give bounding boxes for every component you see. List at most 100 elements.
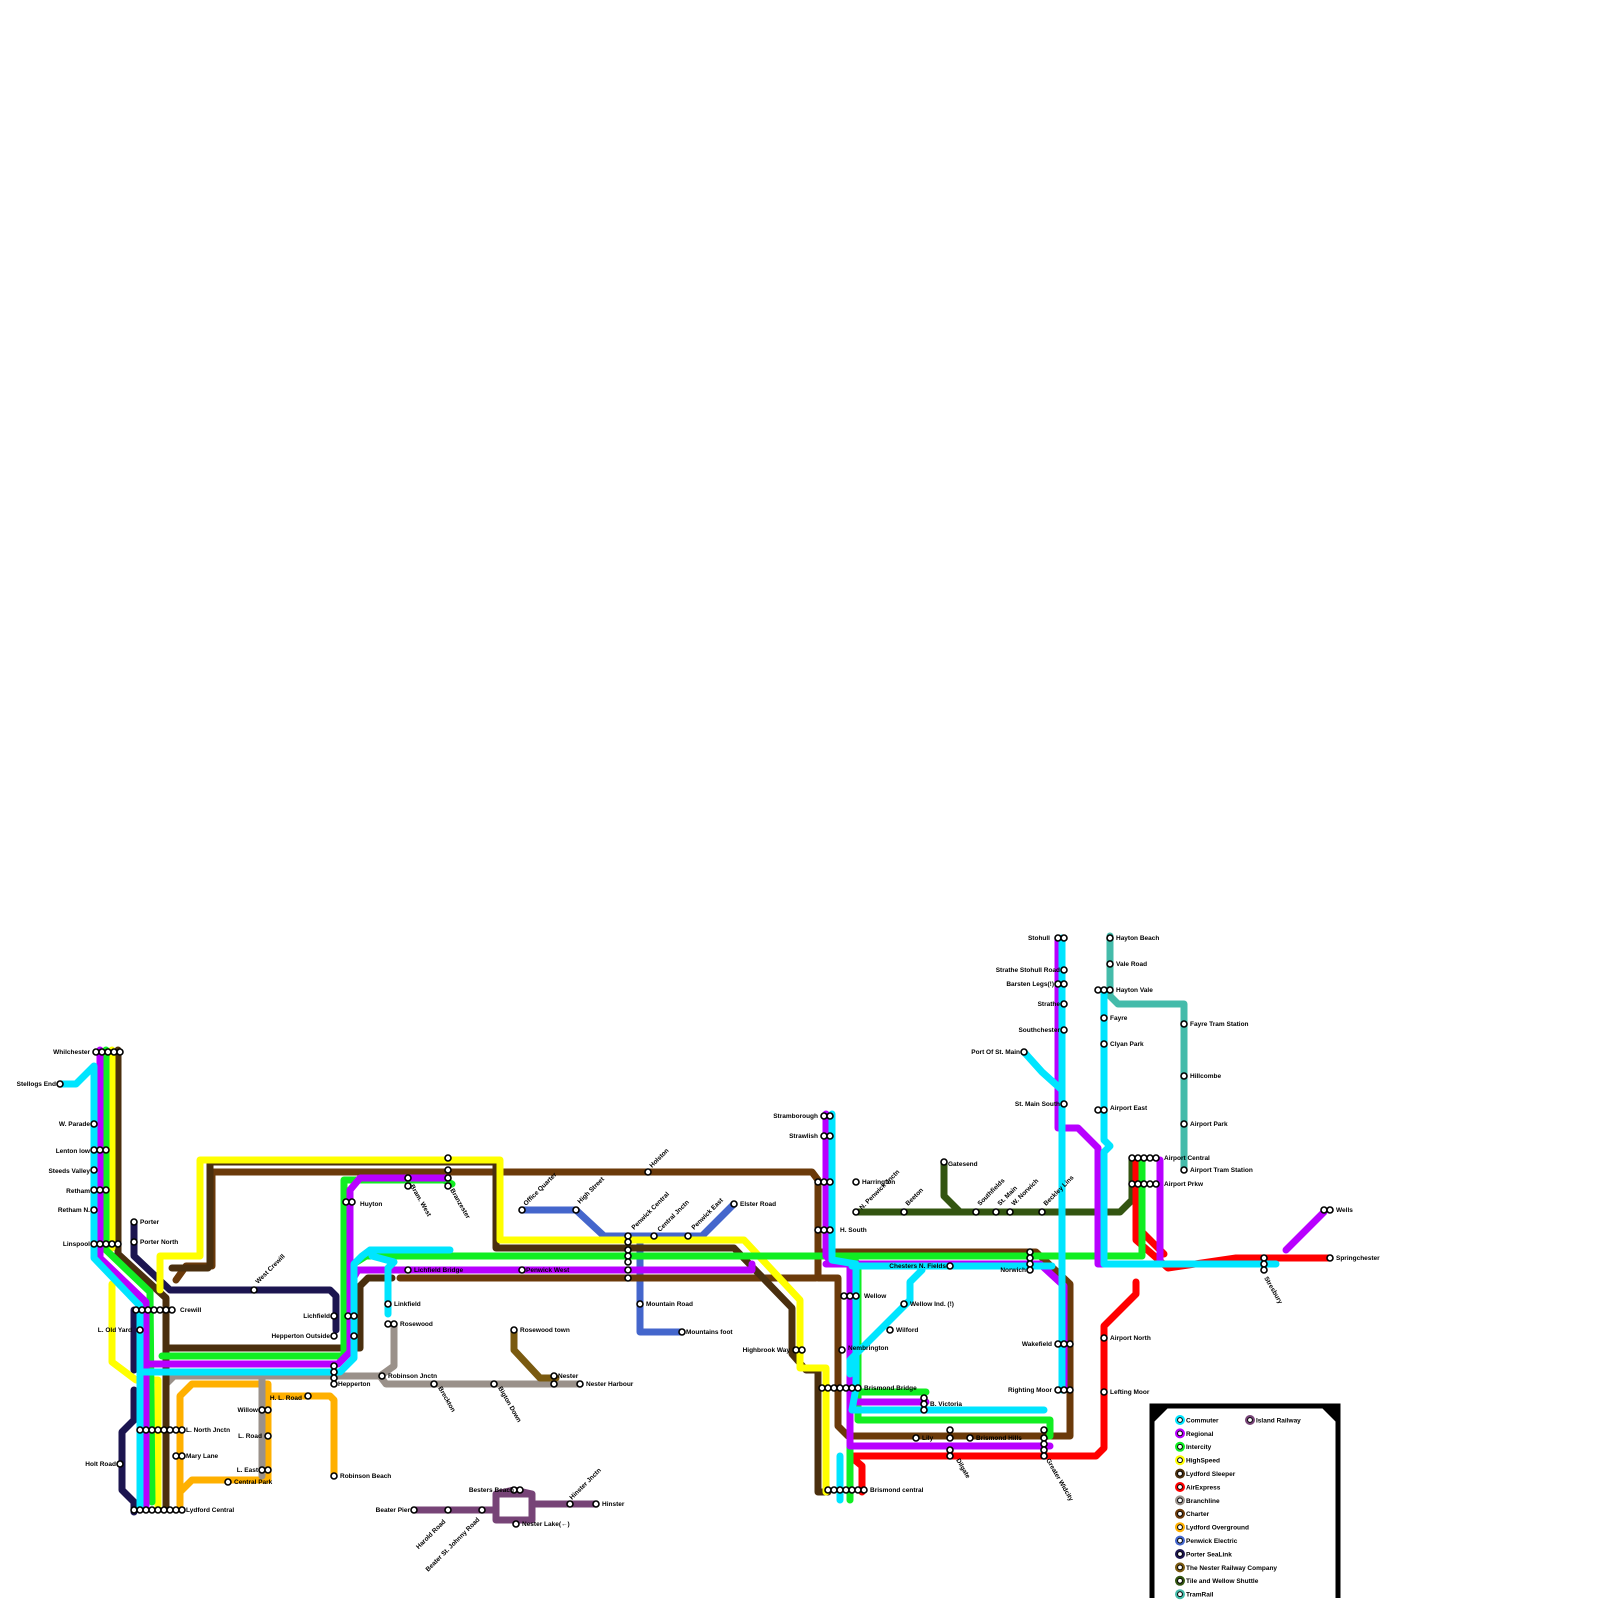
station-marker[interactable] <box>821 1133 827 1139</box>
station-marker[interactable] <box>405 1175 411 1181</box>
station-marker[interactable] <box>731 1201 737 1207</box>
station-wells[interactable]: Wells <box>1321 1207 1353 1214</box>
station-marker[interactable] <box>405 1267 411 1273</box>
station-marker[interactable] <box>837 1385 843 1391</box>
station-springchester[interactable]: Springchester <box>1327 1255 1380 1262</box>
station-marker[interactable] <box>825 1385 831 1391</box>
station-marker[interactable] <box>625 1267 631 1273</box>
station-marker[interactable] <box>625 1259 631 1265</box>
station-marker[interactable] <box>331 1363 337 1369</box>
station-marker[interactable] <box>385 1301 391 1307</box>
station-crewill[interactable]: Crewill <box>133 1307 202 1314</box>
station-marker[interactable] <box>827 1113 833 1119</box>
station-marker[interactable] <box>573 1207 579 1213</box>
station-marker[interactable] <box>947 1453 953 1459</box>
station-marker[interactable] <box>331 1473 337 1479</box>
station-n-penwick-jnctn[interactable]: N. Penwick Jnctn <box>853 1169 901 1215</box>
station-marker[interactable] <box>637 1301 643 1307</box>
station-marker[interactable] <box>411 1507 417 1513</box>
station-marker[interactable] <box>1181 1073 1187 1079</box>
station-marker[interactable] <box>331 1313 337 1319</box>
station-besters-beach[interactable]: Besters Beach <box>469 1487 523 1494</box>
station-marker[interactable] <box>1021 1049 1027 1055</box>
station-marker[interactable] <box>103 1147 109 1153</box>
station-mountains-foot[interactable]: Mountains foot <box>679 1329 733 1336</box>
station-marker[interactable] <box>941 1159 947 1165</box>
station-marker[interactable] <box>511 1327 517 1333</box>
station-marker[interactable] <box>993 1209 999 1215</box>
station-marker[interactable] <box>1153 1181 1159 1187</box>
station-nembrington[interactable]: Nembrington <box>839 1345 888 1353</box>
station-marker[interactable] <box>1153 1155 1159 1161</box>
station-marker[interactable] <box>169 1307 175 1313</box>
station-marker[interactable] <box>1261 1261 1267 1267</box>
station-marker[interactable] <box>137 1507 143 1513</box>
station-lefting-moor[interactable]: Lefting Moor <box>1101 1389 1150 1396</box>
station-marker[interactable] <box>1147 1155 1153 1161</box>
station-marker[interactable] <box>1327 1255 1333 1261</box>
station-marker[interactable] <box>139 1307 145 1313</box>
station-marker[interactable] <box>853 1179 859 1185</box>
station-marker[interactable] <box>855 1385 861 1391</box>
station-marker[interactable] <box>1135 1181 1141 1187</box>
station-marker[interactable] <box>163 1307 169 1313</box>
station-marker[interactable] <box>431 1381 437 1387</box>
station-marker[interactable] <box>149 1427 155 1433</box>
station-marker[interactable] <box>351 1333 357 1339</box>
station-marker[interactable] <box>1101 1107 1107 1113</box>
station-marker[interactable] <box>259 1407 265 1413</box>
station-marker[interactable] <box>117 1049 123 1055</box>
station-port-of-st-main[interactable]: Port Of St. Main <box>971 1049 1027 1056</box>
station-marker[interactable] <box>821 1113 827 1119</box>
station-fayre[interactable]: Fayre <box>1101 1015 1128 1022</box>
station-marker[interactable] <box>167 1507 173 1513</box>
station-marker[interactable] <box>567 1501 573 1507</box>
station-marker[interactable] <box>1101 1015 1107 1021</box>
station-lily[interactable]: Lily <box>913 1435 934 1442</box>
station-willow[interactable]: Willow <box>237 1407 271 1414</box>
station-brismond-central[interactable]: Brismond central <box>825 1487 924 1494</box>
station-brismond-bridge[interactable]: Brismond Bridge <box>819 1385 917 1392</box>
station-marker[interactable] <box>1061 935 1067 941</box>
station-st-main-south[interactable]: St. Main South <box>1015 1101 1067 1108</box>
station-marker[interactable] <box>1041 1453 1047 1459</box>
station-high-street[interactable]: High Street <box>573 1175 607 1213</box>
station-marker[interactable] <box>799 1347 805 1353</box>
station-marker[interactable] <box>91 1241 97 1247</box>
station-marker[interactable] <box>1041 1447 1047 1453</box>
station-marker[interactable] <box>1181 1021 1187 1027</box>
station-marker[interactable] <box>1055 1341 1061 1347</box>
station-marker[interactable] <box>837 1487 843 1493</box>
station-l-road[interactable]: L. Road <box>238 1433 271 1440</box>
station-marker[interactable] <box>97 1147 103 1153</box>
station-marker[interactable] <box>1101 987 1107 993</box>
station-marker[interactable] <box>1101 1335 1107 1341</box>
station-harold-road[interactable]: Harold Road <box>415 1507 451 1551</box>
station-marker[interactable] <box>265 1407 271 1413</box>
station-marker[interactable] <box>109 1241 115 1247</box>
station-stramborough[interactable]: Stramborough <box>773 1113 833 1120</box>
station-marker[interactable] <box>827 1133 833 1139</box>
station-marker[interactable] <box>349 1199 355 1205</box>
station-marker[interactable] <box>1147 1181 1153 1187</box>
station-marker[interactable] <box>679 1329 685 1335</box>
station-marker[interactable] <box>1107 961 1113 967</box>
station-marker[interactable] <box>1181 1167 1187 1173</box>
station-marker[interactable] <box>1061 967 1067 973</box>
station-marker[interactable] <box>173 1427 179 1433</box>
station-linspool[interactable]: Linspool <box>63 1241 121 1248</box>
station-marker[interactable] <box>445 1155 451 1161</box>
station-marker[interactable] <box>331 1333 337 1339</box>
station-marker[interactable] <box>111 1049 117 1055</box>
station-marker[interactable] <box>445 1507 451 1513</box>
station-marker[interactable] <box>593 1501 599 1507</box>
station-porter[interactable]: Porter <box>131 1219 160 1226</box>
station-h-l-road[interactable]: H. L. Road <box>270 1393 311 1402</box>
station-l-east[interactable]: L. East <box>237 1467 271 1474</box>
station-southchester[interactable]: Southchester <box>1018 1027 1067 1034</box>
station-marker[interactable] <box>551 1381 557 1387</box>
station-hinster[interactable]: Hinster <box>593 1501 625 1508</box>
station-marker[interactable] <box>179 1453 185 1459</box>
station-marker[interactable] <box>99 1049 105 1055</box>
station-steeds-valley[interactable]: Steeds Valley <box>48 1167 97 1175</box>
